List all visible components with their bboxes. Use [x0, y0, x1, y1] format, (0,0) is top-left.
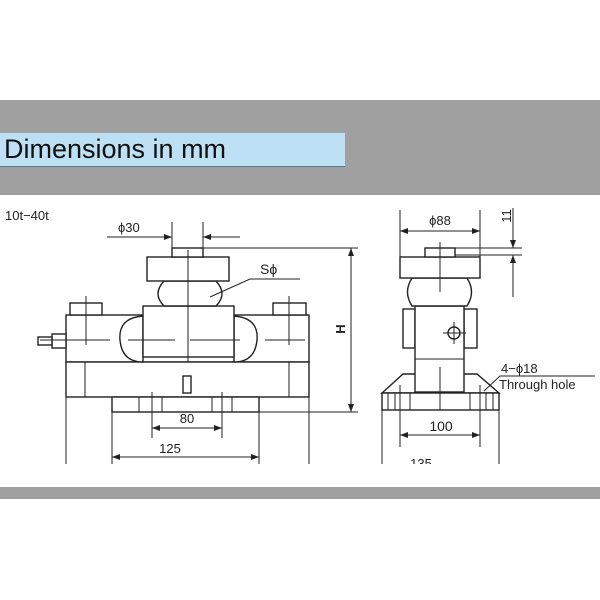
front-view: ϕ30 Sϕ H 80 125: [37, 220, 358, 464]
footer-band: [0, 487, 600, 499]
side-view: ϕ88 11 4−ϕ18 Through hole 100 135: [380, 208, 595, 471]
dim-hole-spacing-front: 80: [180, 411, 194, 426]
page-title: Dimensions in mm: [4, 134, 227, 164]
dim-base-width-front: 125: [159, 441, 181, 456]
dim-base-width-side: 135: [410, 456, 432, 471]
height-label: H: [333, 324, 348, 333]
dim-top-diameter: ϕ30: [118, 220, 140, 235]
title-box: Dimensions in mm: [0, 133, 345, 167]
sphere-label: Sϕ: [260, 261, 277, 277]
dim-cap-thickness: 11: [499, 209, 514, 223]
holes-note: Through hole: [499, 377, 576, 392]
capacity-range-label: 10t−40t: [5, 208, 49, 223]
dim-cap-diameter: ϕ88: [429, 213, 451, 228]
holes-label: 4−ϕ18: [501, 361, 538, 376]
dim-hole-spacing-side: 100: [429, 418, 453, 434]
